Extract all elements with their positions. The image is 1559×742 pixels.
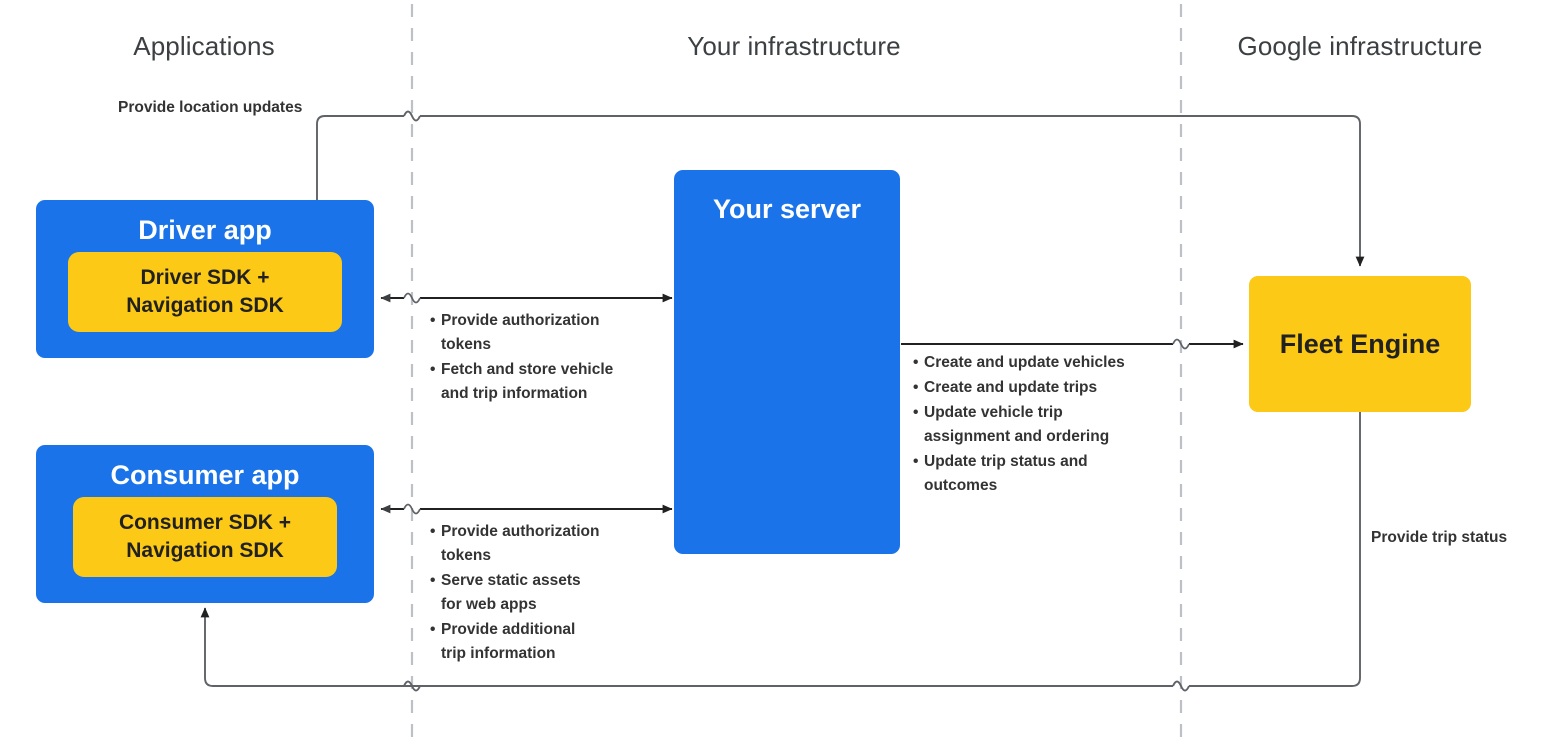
bullet-item: Fetch and store vehicle and trip informa… — [430, 358, 660, 406]
consumer-sdk-box[interactable]: Consumer SDK + Navigation SDK — [73, 496, 337, 577]
bullet-item: Create and update trips — [913, 376, 1183, 400]
your-server-title: Your server — [712, 194, 862, 224]
node-fleet-engine[interactable]: Fleet Engine — [1249, 276, 1471, 412]
node-your-server[interactable]: Your server — [674, 170, 900, 554]
driver-sdk-box[interactable]: Driver SDK + Navigation SDK — [68, 251, 342, 332]
bullet-item: Provide authorization tokens — [430, 520, 660, 568]
edge-bullets-server-fleet: Create and update vehicles Create and up… — [913, 351, 1183, 499]
edge-label-trip-status: Provide trip status — [1371, 529, 1508, 546]
edge-bullets-driver-server: Provide authorization tokens Fetch and s… — [430, 309, 660, 407]
column-header-your-infrastructure: Your infrastructure — [687, 31, 901, 61]
driver-app-title: Driver app — [138, 215, 272, 245]
column-header-applications: Applications — [133, 31, 275, 61]
bullet-item: Serve static assets for web apps — [430, 569, 660, 617]
bullet-item: Provide additional trip information — [430, 618, 660, 666]
edge-label-location-updates: Provide location updates — [118, 99, 303, 116]
consumer-app-title: Consumer app — [110, 460, 300, 490]
bullet-item: Update vehicle trip assignment and order… — [913, 401, 1183, 449]
bullet-item: Provide authorization tokens — [430, 309, 660, 357]
bullet-item: Update trip status and outcomes — [913, 450, 1183, 498]
column-header-google-infrastructure: Google infrastructure — [1237, 31, 1483, 61]
bullet-item: Create and update vehicles — [913, 351, 1183, 375]
node-consumer-app[interactable]: Consumer app Consumer SDK + Navigation S… — [36, 445, 374, 603]
node-driver-app[interactable]: Driver app Driver SDK + Navigation SDK — [36, 200, 374, 358]
edge-bullets-consumer-server: Provide authorization tokens Serve stati… — [430, 520, 660, 667]
